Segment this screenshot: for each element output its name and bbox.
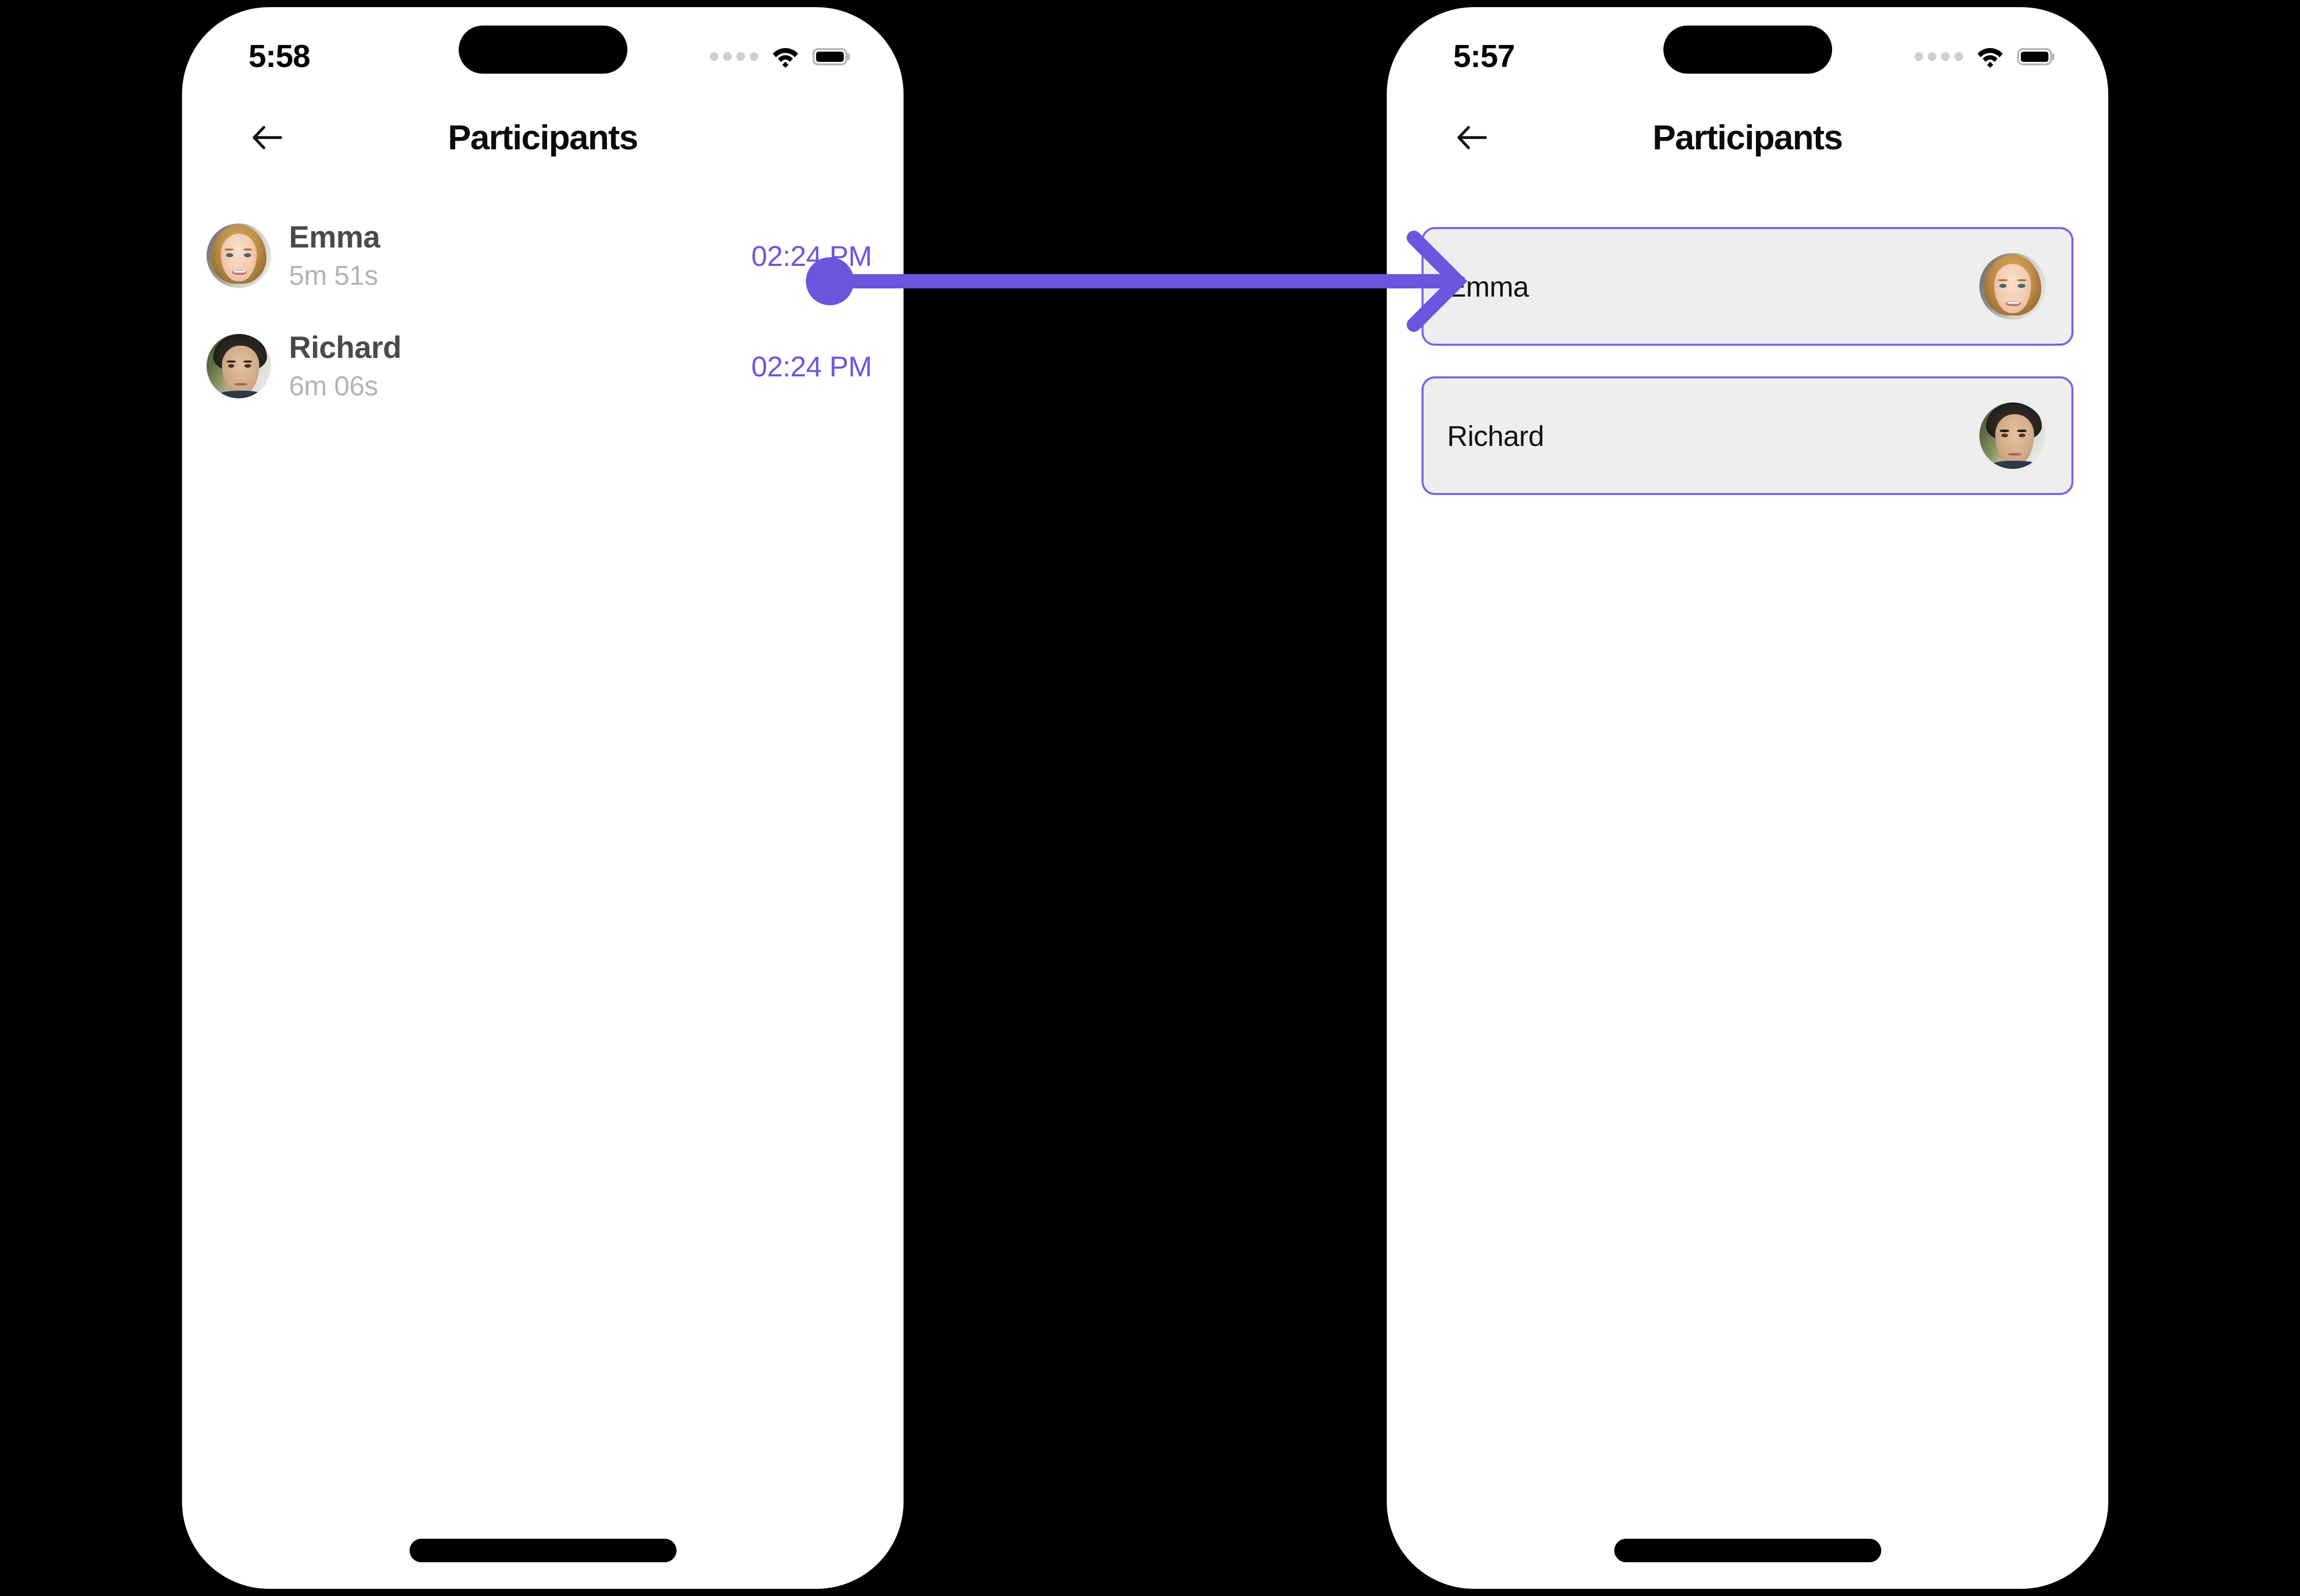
list-item[interactable]: Emma 5m 51s 02:24 PM [182, 200, 904, 311]
avatar [207, 334, 271, 398]
status-time: 5:58 [249, 39, 310, 74]
page-title: Participants [1652, 118, 1843, 157]
dynamic-island [1663, 26, 1832, 74]
participant-name: Emma [289, 220, 380, 255]
back-arrow-icon [253, 126, 282, 149]
cellular-dots-icon [710, 52, 758, 61]
avatar [207, 223, 271, 288]
participant-card[interactable]: Emma [1422, 227, 2073, 346]
participant-timestamp: 02:24 PM [751, 239, 872, 272]
participants-card-list: Emma Richard [1387, 227, 2108, 526]
back-arrow-icon [1457, 126, 1487, 149]
participant-name: Richard [289, 330, 401, 365]
status-bar: 5:58 [182, 7, 904, 97]
status-indicators [1914, 46, 2052, 68]
participant-name: Richard [1447, 419, 1544, 452]
participant-duration: 6m 06s [289, 371, 378, 402]
page-title: Participants [447, 118, 639, 157]
home-indicator[interactable] [1614, 1539, 1881, 1562]
nav-bar: Participants [182, 97, 904, 178]
list-item-text: Emma 5m 51s [289, 221, 751, 290]
back-button[interactable] [242, 113, 291, 162]
wifi-icon [773, 48, 798, 68]
dynamic-island [458, 26, 627, 74]
participant-duration: 5m 51s [289, 260, 378, 291]
battery-full-icon [813, 48, 847, 65]
back-button[interactable] [1447, 113, 1496, 162]
participant-name: Emma [1447, 270, 1529, 303]
avatar [1979, 402, 2046, 469]
home-indicator[interactable] [409, 1539, 677, 1562]
participant-timestamp: 02:24 PM [751, 350, 872, 383]
participants-list: Emma 5m 51s 02:24 PM Richard 6m 06s 02:2… [182, 200, 904, 421]
nav-bar: Participants [1387, 97, 2108, 178]
status-indicators [710, 46, 847, 68]
cellular-dots-icon [1914, 52, 1963, 61]
phone-screen-participants-duration: 5:58 Participants [182, 7, 904, 1589]
list-item[interactable]: Richard 6m 06s 02:24 PM [182, 311, 904, 421]
list-item-text: Richard 6m 06s [289, 331, 751, 401]
status-time: 5:57 [1453, 39, 1515, 74]
wifi-icon [1977, 48, 2003, 68]
avatar [1979, 253, 2046, 320]
status-bar: 5:57 [1387, 7, 2108, 97]
battery-full-icon [2017, 48, 2052, 65]
participant-card[interactable]: Richard [1422, 376, 2073, 495]
phone-screen-participants-cards: 5:57 Participants Emma [1387, 7, 2108, 1589]
